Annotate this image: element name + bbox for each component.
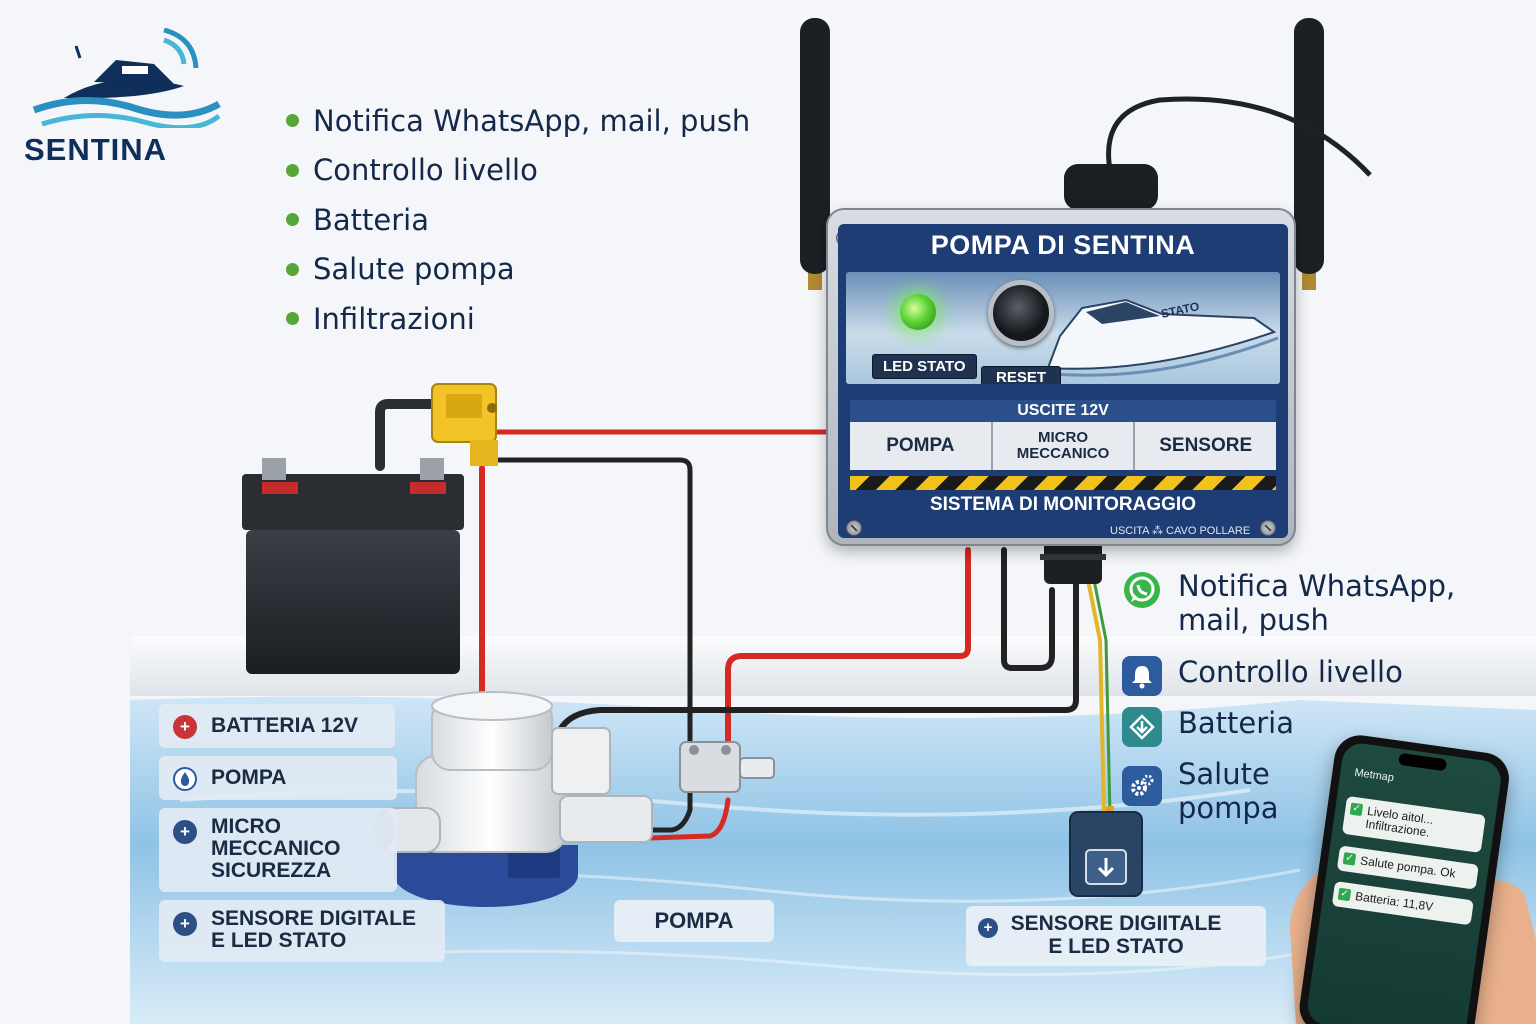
feature-item: Controllo livello [286, 146, 750, 196]
gps-puck [1064, 164, 1158, 210]
bullet-icon [286, 163, 299, 177]
bullet-icon [286, 262, 299, 276]
screw-icon [1260, 520, 1276, 536]
output-micro: MICRO MECCANICO [993, 422, 1136, 470]
brand-name: SENTINA [24, 132, 168, 167]
label-sensor-text: SENSORE DIGITALE E LED STATO [211, 907, 416, 953]
plus-icon: + [173, 820, 197, 844]
screw-icon [846, 520, 862, 536]
feature-item: Batteria [286, 195, 750, 245]
led-label: LED STATO [872, 354, 977, 379]
phone-message-text: Salute pompa. Ok [1359, 853, 1457, 881]
right-feature-label: Controllo livello [1178, 655, 1403, 689]
right-feature-level: Controllo livello [1122, 655, 1403, 696]
bell-icon [1122, 656, 1162, 696]
feature-label: Controllo livello [313, 153, 538, 188]
output-sensore: SENSORE [1159, 435, 1253, 457]
right-feature-notify: Notifica WhatsApp, mail, push [1122, 569, 1456, 637]
right-feature-pump-health: Salute pompa [1122, 757, 1279, 825]
feature-list: Notifica WhatsApp, mail, push Controllo … [286, 96, 750, 344]
boat-icon: STATO [1046, 298, 1279, 377]
bullet-icon [286, 312, 299, 326]
phone-screen: Metmap ✓Livelo aitol... Infiltrazione. ✓… [1305, 741, 1504, 1024]
control-box-footer: SISTEMA DI MONITORAGGIO [929, 494, 1196, 515]
status-led-icon [900, 294, 936, 330]
brand-logo: SENTINA [24, 27, 224, 178]
plus-icon: + [978, 918, 998, 938]
right-feature-label: Batteria [1178, 706, 1294, 740]
control-box-title: POMPA DI SENTINA [930, 230, 1196, 260]
reset-label: RESET [981, 366, 1062, 384]
outputs-row: POMPA MICRO MECCANICO SENSORE [850, 422, 1276, 470]
fuse-holder [431, 383, 498, 466]
phone-notch [1398, 752, 1448, 772]
bullet-icon [286, 213, 299, 227]
gear-icon [1122, 766, 1162, 806]
label-micro: + MICRO MECCANICO SICUREZZA [159, 808, 397, 892]
phone-message: ✓Livelo aitol... Infiltrazione. [1341, 795, 1486, 854]
sensor-callout: + SENSORE DIGIITALE E LED STATO [966, 906, 1266, 966]
right-feature-label: Salute pompa [1178, 757, 1279, 825]
control-box: POMPA DI SENTINA STATO LED STATO RESET U… [826, 208, 1296, 546]
feature-label: Batteria [313, 202, 429, 237]
control-panel: STATO LED STATO RESET [846, 272, 1280, 384]
feature-item: Infiltrazioni [286, 294, 750, 344]
drop-icon [173, 767, 197, 791]
bilge-pump [374, 691, 653, 907]
reset-button[interactable] [988, 280, 1054, 346]
label-pump: POMPA [159, 756, 397, 800]
phone-message: ✓Batteria: 11,8V [1331, 881, 1474, 926]
terminal-block [679, 741, 775, 793]
right-feature-label: Notifica WhatsApp, mail, push [1178, 569, 1456, 637]
feature-label: Notifica WhatsApp, mail, push [313, 103, 751, 138]
output-pompa: POMPA [850, 422, 993, 470]
feature-label: Salute pompa [313, 252, 515, 287]
feature-label: Infiltrazioni [313, 301, 475, 336]
antenna-right [1294, 18, 1324, 290]
battery [242, 458, 464, 674]
phone-message-text: Batteria: 11,8V [1354, 889, 1435, 914]
plus-icon: + [173, 912, 197, 936]
check-icon: ✓ [1342, 852, 1357, 866]
level-sensor [1069, 806, 1143, 897]
bullet-icon [286, 114, 299, 128]
control-box-subfooter: USCITA ⁂ CAVO POLLARE [1110, 525, 1251, 537]
check-icon: ✓ [1349, 802, 1364, 817]
outputs-header: USCITE 12V [850, 400, 1276, 422]
label-battery-text: BATTERIA 12V [211, 714, 359, 737]
feature-item: Notifica WhatsApp, mail, push [286, 96, 750, 146]
label-battery: + BATTERIA 12V [159, 704, 395, 748]
control-box-face: POMPA DI SENTINA STATO LED STATO RESET U… [838, 224, 1288, 538]
pump-callout: POMPA [614, 900, 774, 942]
right-feature-battery: Batteria [1122, 706, 1294, 747]
phone-message-text: Livelo aitol... Infiltrazione. [1364, 803, 1435, 840]
label-pump-text: POMPA [211, 766, 287, 789]
download-icon [1122, 707, 1162, 747]
whatsapp-icon [1122, 570, 1162, 610]
sensor-callout-text: SENSORE DIGIITALE E LED STATO [1010, 912, 1222, 959]
feature-item: Salute pompa [286, 245, 750, 295]
boat-logo-icon [32, 27, 221, 131]
phone-message: ✓Salute pompa. Ok [1336, 845, 1479, 890]
plus-icon: + [173, 715, 197, 739]
label-micro-text: MICRO MECCANICO SICUREZZA [211, 815, 341, 883]
check-icon: ✓ [1337, 887, 1352, 902]
antenna-left [800, 18, 830, 290]
label-sensor: + SENSORE DIGITALE E LED STATO [159, 900, 445, 962]
hazard-stripe [850, 476, 1276, 490]
phone-app-title: Metmap [1353, 766, 1395, 785]
